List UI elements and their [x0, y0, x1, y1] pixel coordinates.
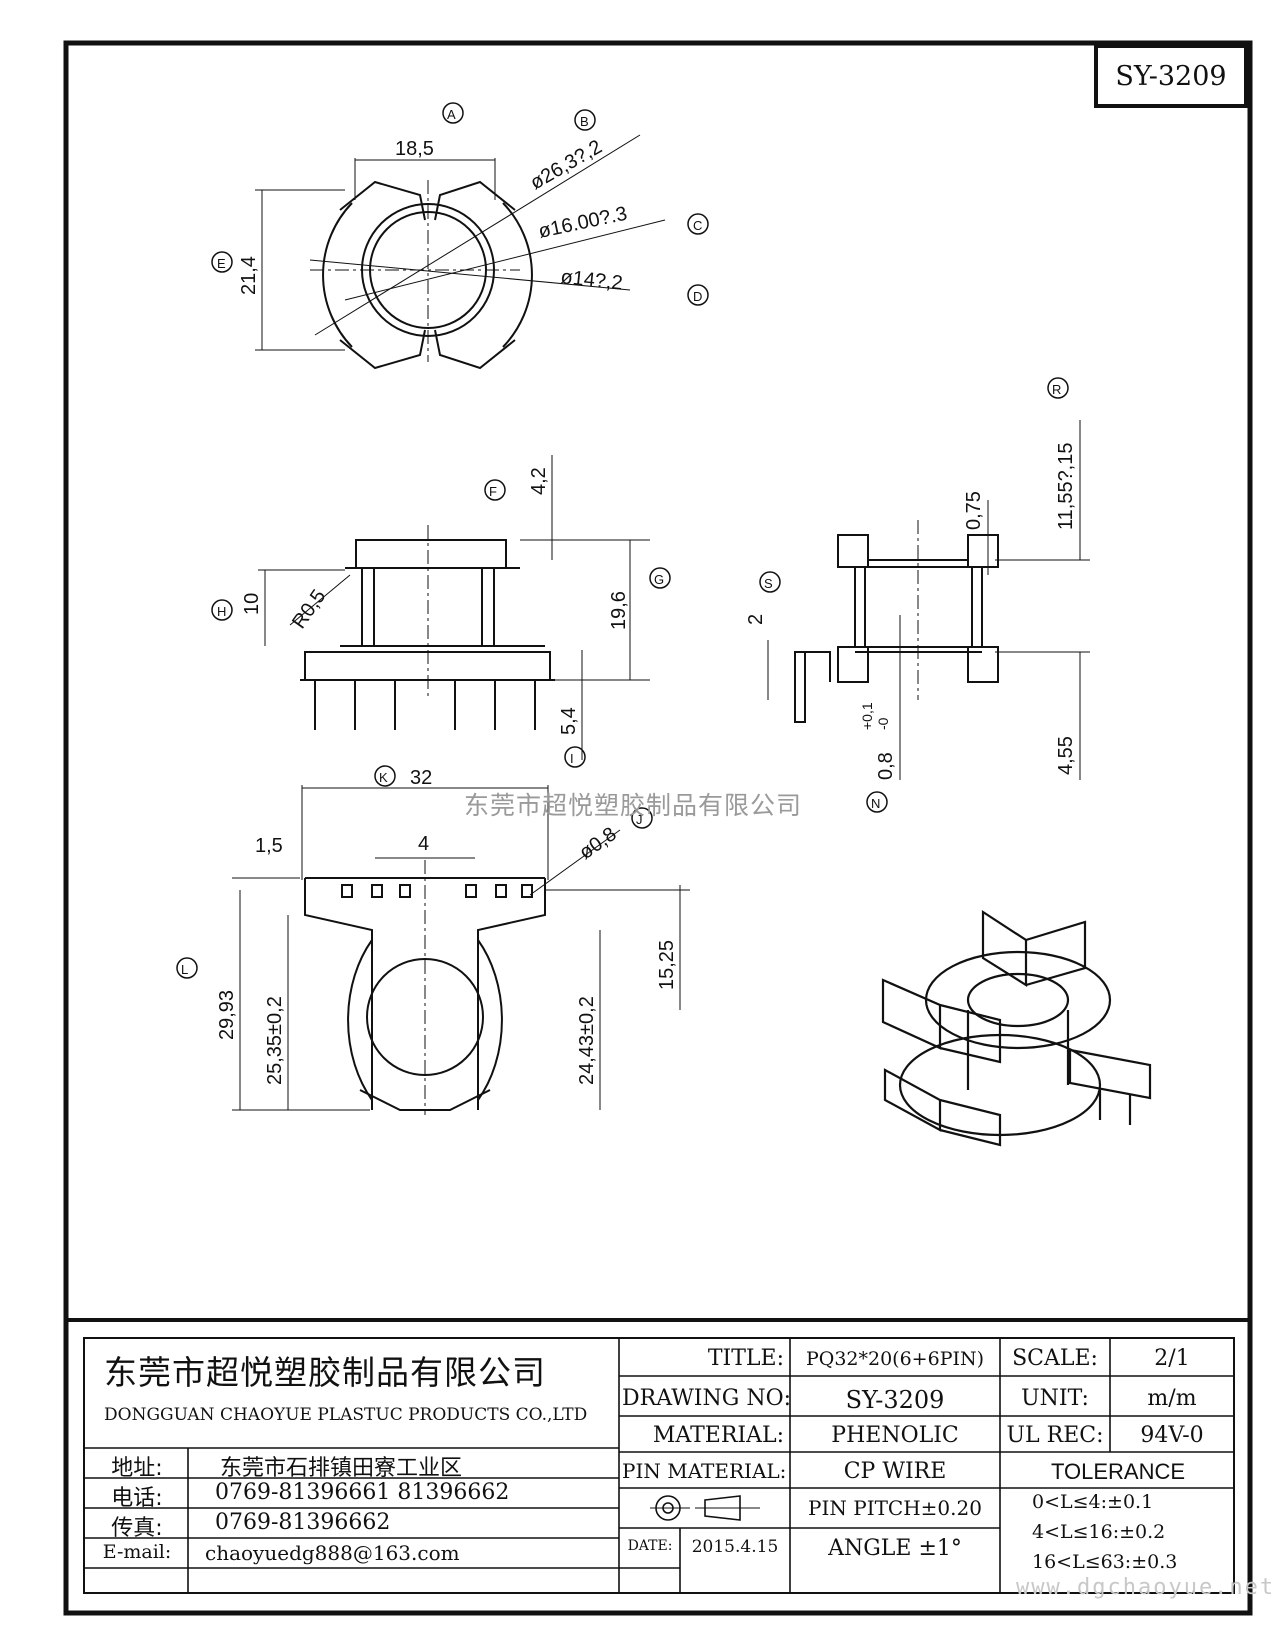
- title-value: PQ32*20(6+6PIN): [805, 1348, 985, 1370]
- dim-pin-width: 1,5: [255, 835, 283, 857]
- date-value: 2015.4.15: [691, 1537, 779, 1557]
- dim-flange: 4,2: [528, 467, 550, 495]
- label-k: K: [379, 770, 388, 785]
- label-f: F: [489, 484, 497, 499]
- bottom-view: [176, 765, 690, 1115]
- label-g: G: [654, 572, 664, 587]
- phone-value: 0769-81396661 81396662: [215, 1480, 510, 1505]
- label-s: S: [764, 576, 773, 591]
- fax-label: 传真:: [111, 1516, 163, 1541]
- dim-side-flange: 0,75: [963, 491, 985, 530]
- date-label: DATE:: [627, 1538, 673, 1554]
- tolerance-label: TOLERANCE: [1050, 1459, 1186, 1484]
- label-d: D: [693, 289, 702, 304]
- unit-value: m/m: [1147, 1386, 1197, 1411]
- company-name-en: DONGGUAN CHAOYUE PLASTUC PRODUCTS CO.,LT…: [104, 1405, 588, 1425]
- material-label: MATERIAL:: [652, 1423, 784, 1448]
- fax-value: 0769-81396662: [215, 1510, 391, 1535]
- ul-label: UL REC:: [1006, 1423, 1104, 1448]
- label-r: R: [1052, 382, 1061, 397]
- dim-side-tol-plus: +0,1: [859, 702, 875, 730]
- label-b: B: [580, 114, 589, 129]
- dim-pin-length: 5,4: [558, 707, 580, 735]
- front-view: [211, 455, 671, 768]
- drawing-code-box: SY-3209: [1094, 44, 1248, 108]
- tolerance-row-1: 0<L≤4:±0.1: [1032, 1491, 1154, 1513]
- top-view: [211, 102, 709, 370]
- dim-top-width: 18,5: [395, 138, 434, 160]
- dim-height-2: 25,35±0,2: [264, 996, 286, 1085]
- dim-height-1: 29,93: [216, 990, 238, 1040]
- phone-label: 电话:: [111, 1486, 163, 1511]
- material-value: PHENOLIC: [831, 1423, 959, 1448]
- dim-mid-diameter: ø16.00?.3: [536, 203, 629, 243]
- address-value: 东莞市石排镇田寮工业区: [220, 1456, 463, 1481]
- label-a: A: [447, 107, 456, 122]
- tolerance-row-2: 4<L≤16:±0.2: [1032, 1521, 1166, 1543]
- watermark-text: 东莞市超悦塑胶制品有限公司: [464, 791, 803, 820]
- dim-pin-pitch: 4: [418, 833, 429, 855]
- email-value: chaoyuedg888@163.com: [205, 1541, 460, 1565]
- dim-side-tol-minus: -0: [875, 717, 891, 730]
- footer-url: www.dgchaoyue.net: [1016, 1575, 1275, 1600]
- dim-overall-width: 32: [410, 767, 432, 789]
- dim-outer-diameter: ø26,3?,2: [527, 136, 606, 195]
- label-c: C: [693, 218, 702, 233]
- label-i: I: [570, 751, 574, 766]
- dim-side-pin: 4,55: [1055, 736, 1077, 775]
- dim-side-top: 11,55?,15: [1055, 443, 1077, 531]
- tolerance-row-3: 16<L≤63:±0.3: [1032, 1551, 1178, 1573]
- outer-frame: [63, 40, 1253, 1616]
- dim-top-height: 21,4: [238, 256, 260, 295]
- ul-value: 94V-0: [1140, 1423, 1204, 1448]
- scale-value: 2/1: [1154, 1346, 1190, 1371]
- label-l: L: [181, 962, 188, 977]
- dim-radius: R0,5: [288, 586, 330, 633]
- side-view: [759, 377, 1090, 813]
- drawing-no-value: SY-3209: [845, 1386, 945, 1414]
- dim-height-4: 15,25: [656, 940, 678, 990]
- drawing-no-label: DRAWING NO:: [622, 1386, 792, 1411]
- pin-pitch: PIN PITCH±0.20: [808, 1496, 982, 1520]
- title-label: TITLE:: [707, 1346, 784, 1371]
- email-label: E-mail:: [102, 1541, 172, 1563]
- scale-label: SCALE:: [1012, 1346, 1098, 1371]
- pin-material-label: PIN MATERIAL:: [622, 1459, 787, 1483]
- label-n: N: [871, 796, 880, 811]
- angle-tolerance: ANGLE ±1°: [828, 1536, 962, 1561]
- title-block-grid: [84, 1338, 1234, 1593]
- address-label: 地址:: [111, 1456, 163, 1481]
- isometric-view: [881, 909, 1152, 1147]
- unit-label: UNIT:: [1021, 1386, 1089, 1411]
- company-name-cn: 东莞市超悦塑胶制品有限公司: [104, 1353, 546, 1392]
- label-e: E: [217, 256, 226, 271]
- pin-material-value: CP WIRE: [843, 1459, 947, 1484]
- dim-side-base: 2: [745, 614, 767, 625]
- title-block-frame: [83, 1337, 1235, 1594]
- dim-inner-diameter: ø14?,2: [559, 266, 623, 294]
- label-j: J: [636, 812, 643, 827]
- label-h: H: [217, 604, 226, 619]
- dim-side-thickness: 0,8: [875, 752, 897, 780]
- dim-total-height: 19,6: [608, 591, 630, 630]
- dim-inner-height: 10: [241, 593, 263, 615]
- dim-height-3: 24,43±0,2: [576, 996, 598, 1085]
